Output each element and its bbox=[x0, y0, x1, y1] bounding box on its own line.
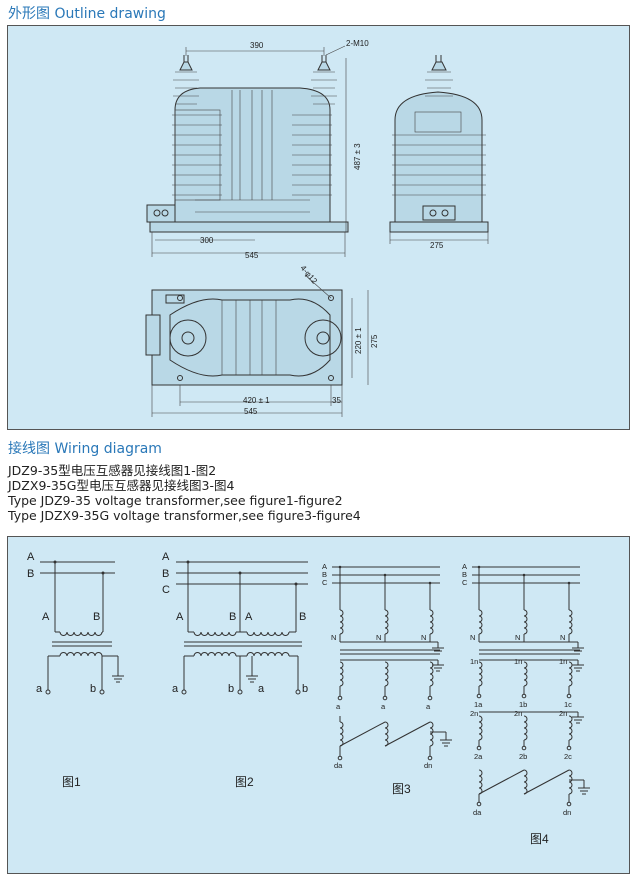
fig4-sec1-top-2: 1n bbox=[514, 657, 522, 666]
fig2-primary-b1: B bbox=[229, 611, 236, 623]
dim-545-plan-label: 545 bbox=[244, 407, 258, 416]
wiring-section-title: 接线图 Wiring diagram bbox=[8, 441, 162, 457]
fig4-sec1-top-1: 1n bbox=[470, 657, 478, 666]
fig2-secondary-a2: a bbox=[258, 683, 265, 695]
fig3-line-c: C bbox=[322, 578, 328, 587]
fig2-primary-b2: B bbox=[299, 611, 306, 623]
fig4-sec2-bottom-2: 2b bbox=[519, 752, 527, 761]
fig4-sec1-bottom-2: 1b bbox=[519, 700, 527, 709]
fig2-primary-a2: A bbox=[245, 611, 253, 623]
fig4-sec1-top-3: 1n bbox=[559, 657, 567, 666]
fig3-caption: 图3 bbox=[392, 782, 411, 796]
fig3-secondary-3: a bbox=[426, 702, 431, 711]
fig4-sec1-bottom-1: 1a bbox=[474, 700, 483, 709]
fig1-secondary-b: b bbox=[90, 683, 96, 695]
fig4-sec2-top-2: 2n bbox=[514, 709, 522, 718]
fig4-neutral-1: N bbox=[470, 633, 475, 642]
fig4-line-b: B bbox=[462, 570, 467, 579]
fig4-caption: 图4 bbox=[530, 832, 549, 846]
fig1-line-b: B bbox=[27, 568, 34, 580]
fig3-delta-da: da bbox=[334, 761, 343, 770]
fig4-sec2-bottom-1: 2a bbox=[474, 752, 483, 761]
fig4-sec1-bottom-3: 1c bbox=[564, 700, 572, 709]
plan-right-bushing bbox=[304, 319, 342, 357]
fig4-line-a: A bbox=[462, 562, 467, 571]
fig4-delta-dn: dn bbox=[563, 808, 571, 817]
dim-220-label: 220 ± 1 bbox=[354, 327, 363, 354]
plan-base bbox=[151, 289, 343, 386]
dim-390-label: 390 bbox=[250, 41, 264, 50]
fig3-neutral-2: N bbox=[376, 633, 381, 642]
fig4-delta-da: da bbox=[473, 808, 482, 817]
front-view: 390 2-M10 487 ± 3 300 545 bbox=[146, 39, 369, 260]
figure-1: A B A B a b 图1 bbox=[27, 551, 125, 789]
fig1-primary-b: B bbox=[93, 611, 100, 623]
side-view: 275 bbox=[389, 55, 489, 250]
dim-300-label: 300 bbox=[200, 236, 214, 245]
side-body bbox=[394, 91, 483, 223]
dim-487-label: 487 ± 3 bbox=[353, 143, 362, 170]
dim-35-label: 35 bbox=[332, 396, 341, 405]
description-line: JDZ9-35型电压互感器见接线图1-图2 bbox=[8, 463, 217, 478]
fig3-neutral-1: N bbox=[331, 633, 336, 642]
fig3-line-b: B bbox=[322, 570, 327, 579]
fig1-secondary-a: a bbox=[36, 683, 43, 695]
fig1-primary-a: A bbox=[42, 611, 50, 623]
fig2-secondary-b1: b bbox=[228, 683, 234, 695]
fig2-caption: 图2 bbox=[235, 775, 254, 789]
figure-4: A B C N N N 1n 1n 1n 1a 1b 1c 2n 2n 2n bbox=[462, 562, 591, 846]
fig2-line-c: C bbox=[162, 584, 170, 596]
fig4-sec2-top-1: 2n bbox=[470, 709, 478, 718]
fig2-line-a: A bbox=[162, 551, 170, 563]
dim-420-label: 420 ± 1 bbox=[243, 396, 270, 405]
figure-3: A B C N N N a a a da dn 图3 bbox=[322, 562, 453, 796]
plan-left-bushing bbox=[169, 319, 207, 357]
fig3-secondary-2: a bbox=[381, 702, 386, 711]
fig1-caption: 图1 bbox=[62, 775, 81, 789]
wiring-diagram-panel bbox=[7, 536, 630, 874]
figure-2: A B C A B A B a b a b 图2 bbox=[162, 551, 308, 789]
fig2-line-b: B bbox=[162, 568, 169, 580]
fig3-neutral-3: N bbox=[421, 633, 426, 642]
fig4-neutral-3: N bbox=[560, 633, 565, 642]
fig2-secondary-a1: a bbox=[172, 683, 179, 695]
dim-545-top-label: 545 bbox=[245, 251, 259, 260]
plan-view: 4-φ12 220 ± 1 275 420 ± 1 35 545 bbox=[145, 264, 379, 417]
front-body bbox=[174, 87, 331, 223]
fig4-line-c: C bbox=[462, 578, 468, 587]
outline-section-title: 外形图 Outline drawing bbox=[8, 6, 166, 22]
dim-275-side-label: 275 bbox=[430, 241, 444, 250]
description-line: JDZX9-35G型电压互感器见接线图3-图4 bbox=[8, 478, 235, 493]
description-line: Type JDZX9-35G voltage transformer,see f… bbox=[8, 508, 361, 523]
fig3-delta-dn: dn bbox=[424, 761, 432, 770]
fig2-primary-a1: A bbox=[176, 611, 184, 623]
fig3-line-a: A bbox=[322, 562, 327, 571]
fig4-neutral-2: N bbox=[515, 633, 520, 642]
fig4-sec2-top-3: 2n bbox=[559, 709, 567, 718]
fig3-secondary-1: a bbox=[336, 702, 341, 711]
fig1-line-a: A bbox=[27, 551, 35, 563]
fig4-sec2-bottom-3: 2c bbox=[564, 752, 572, 761]
dim-m10-label: 2-M10 bbox=[346, 39, 369, 48]
description-line: Type JDZ9-35 voltage transformer,see fig… bbox=[8, 493, 343, 508]
wiring-description: JDZ9-35型电压互感器见接线图1-图2 JDZX9-35G型电压互感器见接线… bbox=[8, 463, 361, 523]
dim-275-plan-label: 275 bbox=[370, 334, 379, 348]
fig2-secondary-b2: b bbox=[302, 683, 308, 695]
front-right-insulator bbox=[292, 61, 337, 196]
